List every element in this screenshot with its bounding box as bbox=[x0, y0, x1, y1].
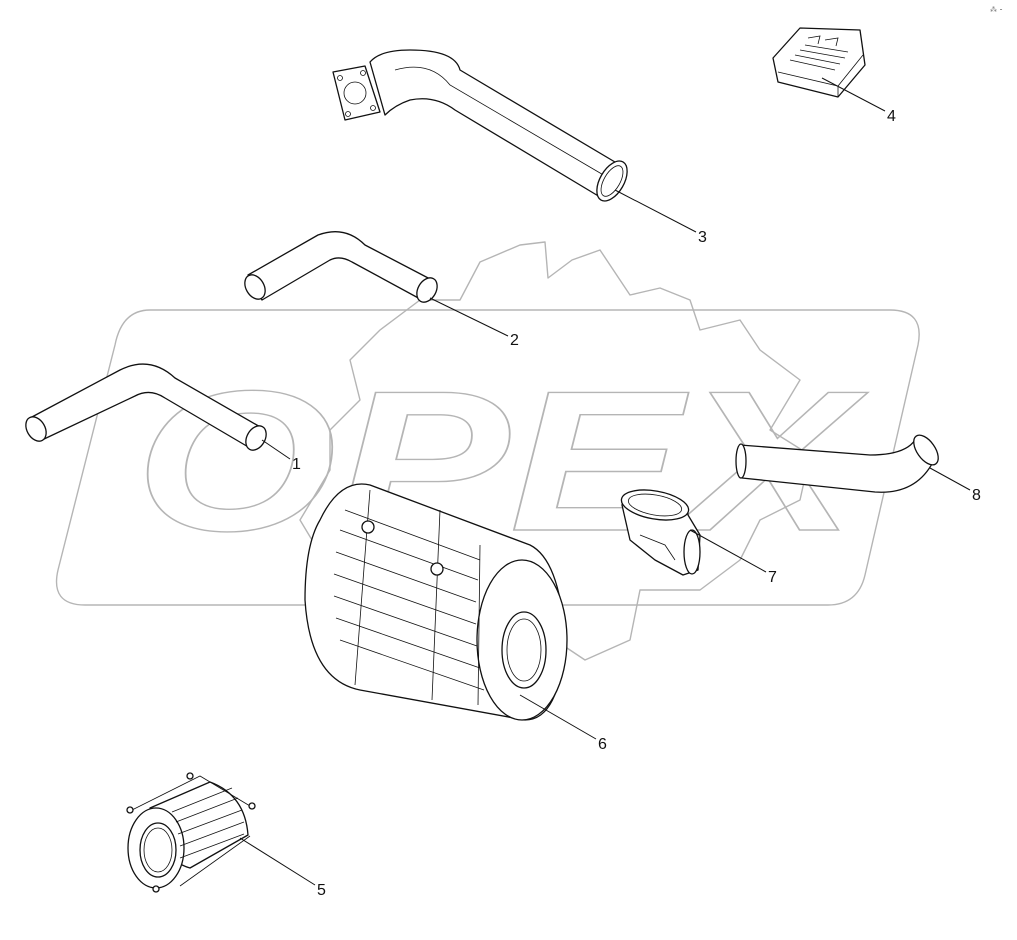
leader-line-6 bbox=[519, 694, 597, 740]
part-5-bellows-compensator[interactable] bbox=[126, 772, 256, 893]
leader-line-8 bbox=[929, 467, 971, 491]
callout-6: 6 bbox=[598, 736, 607, 753]
leader-lines bbox=[239, 77, 971, 886]
leader-line-4 bbox=[821, 77, 886, 112]
callout-1: 1 bbox=[292, 456, 301, 473]
leader-line-5 bbox=[239, 837, 316, 886]
part-7-elbow-connector[interactable] bbox=[619, 485, 701, 576]
part-3-flanged-intake-pipe[interactable] bbox=[332, 49, 633, 206]
corner-mark: ⁂ ⁃ bbox=[990, 6, 1003, 14]
part-6-air-filter-housing[interactable] bbox=[304, 483, 568, 721]
part-4-electronic-module[interactable] bbox=[772, 27, 866, 98]
callout-labels: 1 2 3 4 5 6 7 8 bbox=[292, 108, 981, 899]
callout-8: 8 bbox=[972, 487, 981, 504]
leader-line-7 bbox=[689, 529, 767, 573]
callout-4: 4 bbox=[887, 108, 896, 125]
callout-3: 3 bbox=[698, 229, 707, 246]
callout-7: 7 bbox=[768, 569, 777, 586]
callout-5: 5 bbox=[317, 882, 326, 899]
leader-line-2 bbox=[429, 297, 509, 337]
part-8-intake-hose[interactable] bbox=[735, 431, 943, 493]
leader-line-3 bbox=[614, 189, 697, 233]
part-2-bent-tube-short[interactable] bbox=[241, 231, 442, 306]
part-1-bent-tube-long[interactable] bbox=[22, 363, 271, 454]
callout-2: 2 bbox=[510, 332, 519, 349]
leader-line-1 bbox=[261, 439, 291, 460]
